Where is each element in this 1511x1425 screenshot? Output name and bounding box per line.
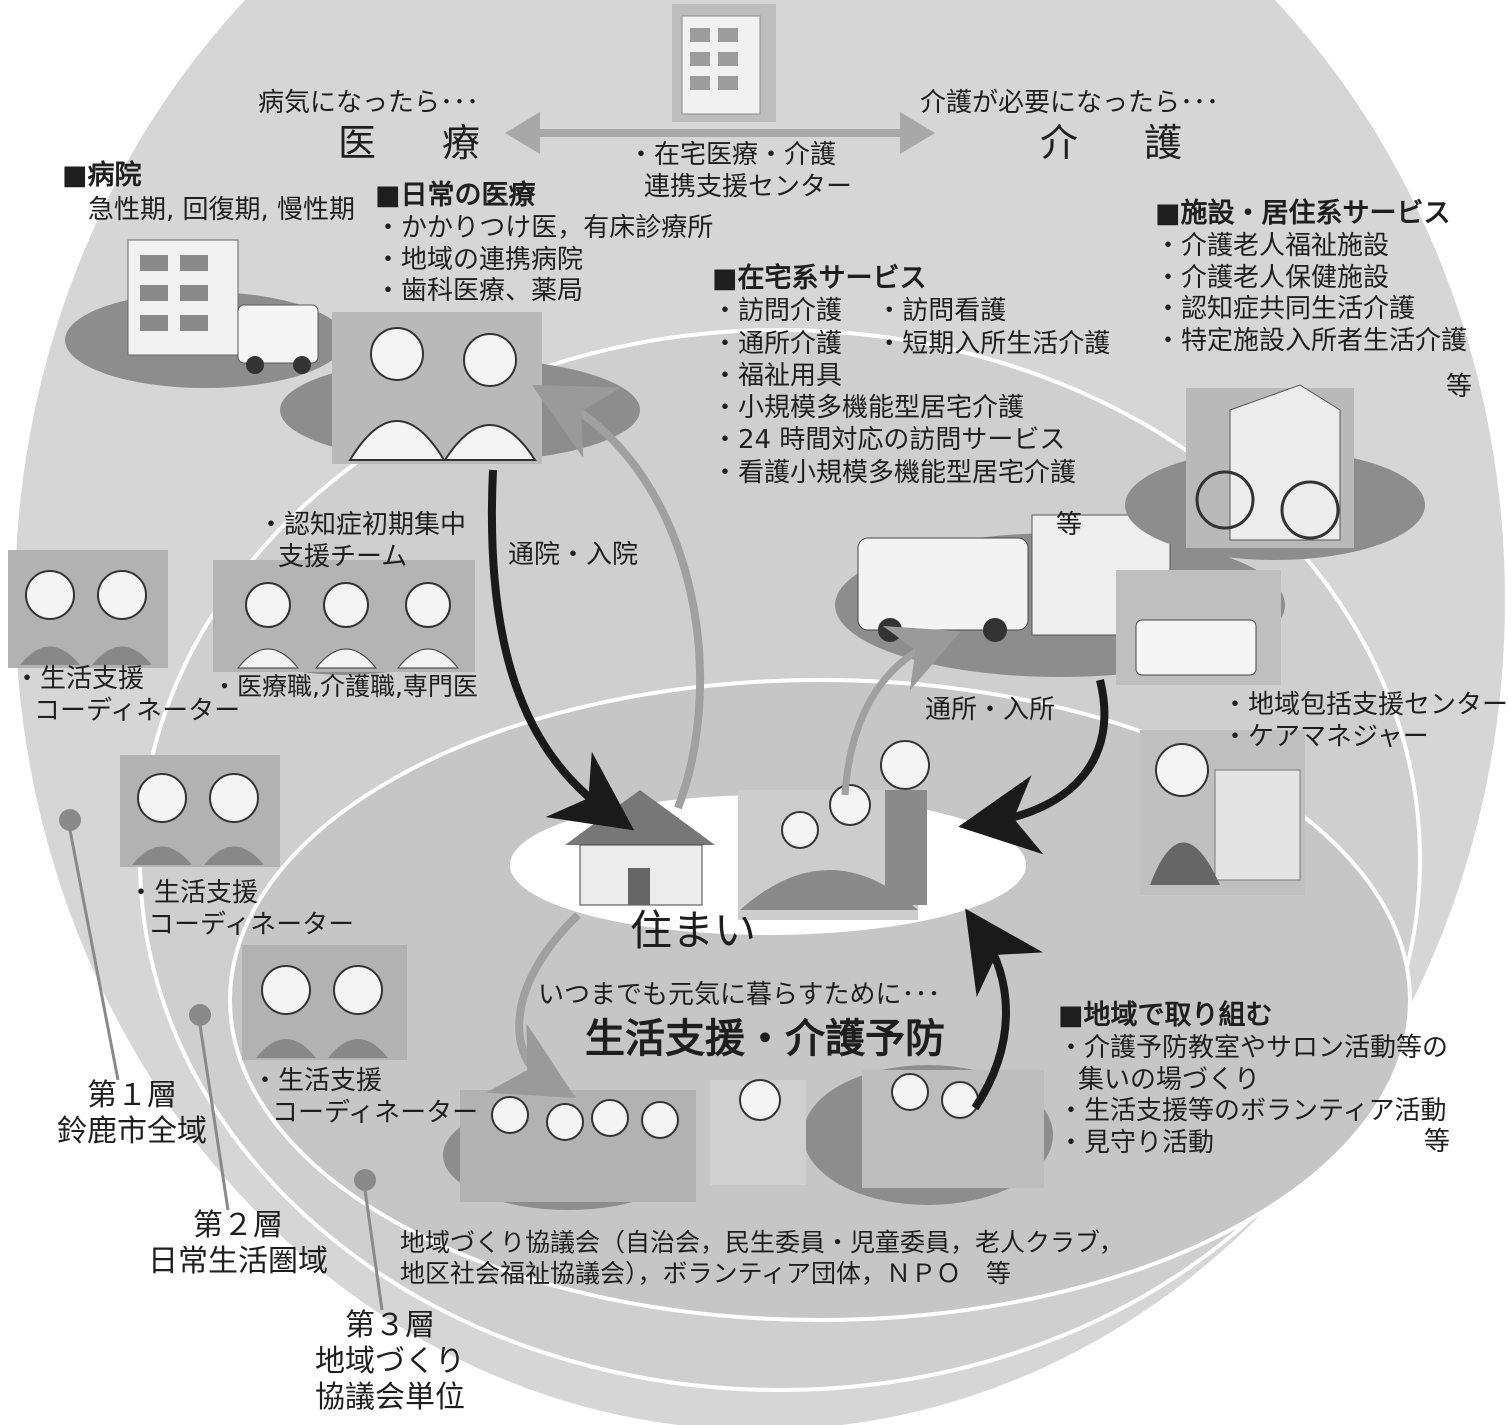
layer3-line-3: 協議会単位 [315, 1380, 465, 1415]
facility-return-arrow [958, 679, 1109, 855]
layer2-line-2: 日常生活圏域 [148, 1244, 328, 1279]
prevention-title: 生活支援・介護予防 [585, 1016, 945, 1062]
home-services-etc: 等 [1056, 510, 1083, 540]
council-line-1: 地域づくり協議会（自治会，民生委員・児童委員，老人クラブ， [400, 1228, 1124, 1257]
doctors-icon [332, 312, 542, 464]
home-services-item-3: ・福祉用具 [712, 360, 843, 391]
prevention-prefix: いつまでも元気に暮らすために･･･ [538, 980, 941, 1010]
return-to-doctor-arrow [531, 384, 704, 810]
dementia-team-line-2: 支援チーム [278, 541, 408, 572]
daily-medical-item-2: ・地域の連携病院 [375, 244, 584, 275]
hospital-building-icon [127, 239, 239, 356]
facility-item-1: ・介護老人福祉施設 [1155, 230, 1390, 261]
home-services-heading: ■在宅系サービス [712, 263, 927, 294]
community-efforts-block: ■地域で取り組む ・介護予防教室やサロン活動等の 集いの場づくり ・生活支援等の… [1058, 1000, 1448, 1160]
community-efforts-etc: 等 [1424, 1127, 1451, 1157]
ambulance-icon [237, 304, 319, 374]
coordinator-icon-3 [242, 945, 407, 1060]
dementia-team-members: ・医療職,介護職,専門医 [212, 672, 478, 701]
dementia-team-icon [213, 560, 475, 672]
coordinator-label-3: ・生活支援 コーディネーター [252, 1066, 478, 1129]
daily-medical-item-1: ・かかりつけ医，有床診療所 [375, 212, 714, 243]
facility-visit-label: 通所・入所 [925, 695, 1056, 725]
council-label: 地域づくり協議会（自治会，民生委員・児童委員，老人クラブ， 地区社会福祉協議会）… [400, 1228, 1124, 1289]
layer2-label: 第２層 日常生活圏域 [128, 1208, 348, 1280]
hospital-visit-label: 通院・入院 [508, 540, 639, 570]
facility-item-4: ・特定施設入所者生活介護 [1155, 326, 1468, 357]
coordinator-icon-1 [8, 550, 168, 668]
council-line-2: 地区社会福祉協議会），ボランティア団体，ＮＰＯ 等 [400, 1258, 1012, 1288]
layer1-pointer [59, 809, 120, 1081]
community-efforts-item-4: ・見守り活動 [1058, 1128, 1215, 1159]
home-services-item-6: ・看護小規模多機能型居宅介護 [712, 457, 1077, 488]
daily-medical-item-3: ・歯科医療、薬局 [375, 276, 584, 307]
support-center-building-icon [672, 4, 776, 122]
illness-prefix: 病気になったら･･･ [258, 88, 480, 118]
coordinator-2-line-2: コーディネーター [148, 909, 355, 940]
facility-etc: 等 [1446, 372, 1473, 402]
house-icon [565, 790, 715, 906]
medical-title: 医 療 [338, 121, 495, 165]
coordinator-1-line-1: ・生活支援 [14, 664, 145, 694]
home-services-item-2: ・通所介護 ・短期入所生活介護 [712, 328, 1111, 359]
facility-item-2: ・介護老人保健施設 [1155, 262, 1390, 293]
layer2-line-1: 第２層 [193, 1208, 283, 1243]
layer2-pointer [189, 1004, 230, 1211]
support-center-line-1: ・在宅医療・介護 [628, 140, 837, 170]
home-services-item-5: ・24 時間対応の訪問サービス [712, 425, 1066, 456]
community-center-line-1: ・地域包括支援センター [1222, 690, 1509, 720]
care-manager-icon [1140, 730, 1305, 895]
community-center-line-2: ・ケアマネジャー [1222, 721, 1429, 752]
home-services-icons [857, 514, 1281, 685]
daily-medical-block: ■日常の医療 ・かかりつけ医，有床診療所 ・地域の連携病院 ・歯科医療、薬局 [375, 180, 713, 308]
hospital-visit-arrow [487, 469, 635, 831]
volunteer-icon [862, 1070, 1044, 1188]
layer3-line-2: 地域づくり [315, 1344, 465, 1379]
coordinator-3-line-2: コーディネーター [272, 1097, 479, 1128]
layer1-line-2: 鈴鹿市全域 [57, 1114, 207, 1149]
layer3-label: 第３層 地域づくり 協議会単位 [290, 1308, 490, 1416]
seniors-exercise-icon [460, 1079, 806, 1202]
coordinator-label-1: ・生活支援 コーディネーター [14, 664, 240, 727]
hospital-heading: ■病院 [62, 160, 142, 191]
family-icon [738, 740, 930, 920]
support-center-label: ・在宅医療・介護 連携支援センター [628, 140, 852, 203]
facility-services-heading: ■施設・居住系サービス [1155, 198, 1451, 229]
coordinator-label-2: ・生活支援 コーディネーター [128, 878, 354, 941]
community-efforts-item-2: 集いの場づくり [1078, 1064, 1261, 1095]
community-to-home-arrow [965, 908, 1043, 1111]
dementia-team-line-1: ・認知症初期集中 [258, 510, 467, 540]
home-services-item-4: ・小規模多機能型居宅介護 [712, 393, 1025, 424]
dementia-team-label: ・認知症初期集中 支援チーム [258, 510, 466, 573]
coordinator-3-line-1: ・生活支援 [252, 1066, 383, 1096]
community-efforts-heading: ■地域で取り組む [1058, 1000, 1273, 1031]
layer3-pointer [354, 1169, 384, 1311]
facility-services-block: ■施設・居住系サービス ・介護老人福祉施設 ・介護老人保健施設 ・認知症共同生活… [1155, 198, 1467, 358]
home-to-prevention-arrow [486, 912, 581, 1099]
home-services-block: ■在宅系サービス ・訪問介護 ・訪問看護 ・通所介護 ・短期入所生活介護 ・福祉… [712, 262, 1110, 489]
daily-medical-heading: ■日常の医療 [375, 180, 536, 211]
layer3-line-1: 第３層 [345, 1308, 435, 1343]
facility-item-3: ・認知症共同生活介護 [1155, 294, 1416, 325]
go-to-facility-arrow [841, 625, 961, 796]
community-center-label: ・地域包括支援センター ・ケアマネジャー [1222, 690, 1508, 753]
community-efforts-item-3: ・生活支援等のボランティア活動 [1058, 1096, 1447, 1127]
coordinator-icon-2 [120, 755, 280, 867]
home-label: 住まい [630, 906, 757, 955]
care-title: 介 護 [1040, 121, 1197, 165]
care-prefix: 介護が必要になったら･･･ [920, 88, 1220, 118]
layer1-line-1: 第１層 [87, 1078, 177, 1113]
support-center-line-2: 連携支援センター [644, 171, 853, 202]
layer1-label: 第１層 鈴鹿市全域 [32, 1078, 232, 1150]
coordinator-1-line-2: コーディネーター [34, 695, 241, 726]
facility-building-icon [1186, 384, 1354, 548]
hospital-detail: 急性期, 回復期, 慢性期 [88, 195, 356, 225]
medical-care-double-arrow [505, 112, 935, 154]
home-services-item-1: ・訪問介護 ・訪問看護 [712, 296, 1007, 327]
community-efforts-item-1: ・介護予防教室やサロン活動等の [1058, 1032, 1449, 1063]
coordinator-2-line-1: ・生活支援 [128, 878, 259, 908]
